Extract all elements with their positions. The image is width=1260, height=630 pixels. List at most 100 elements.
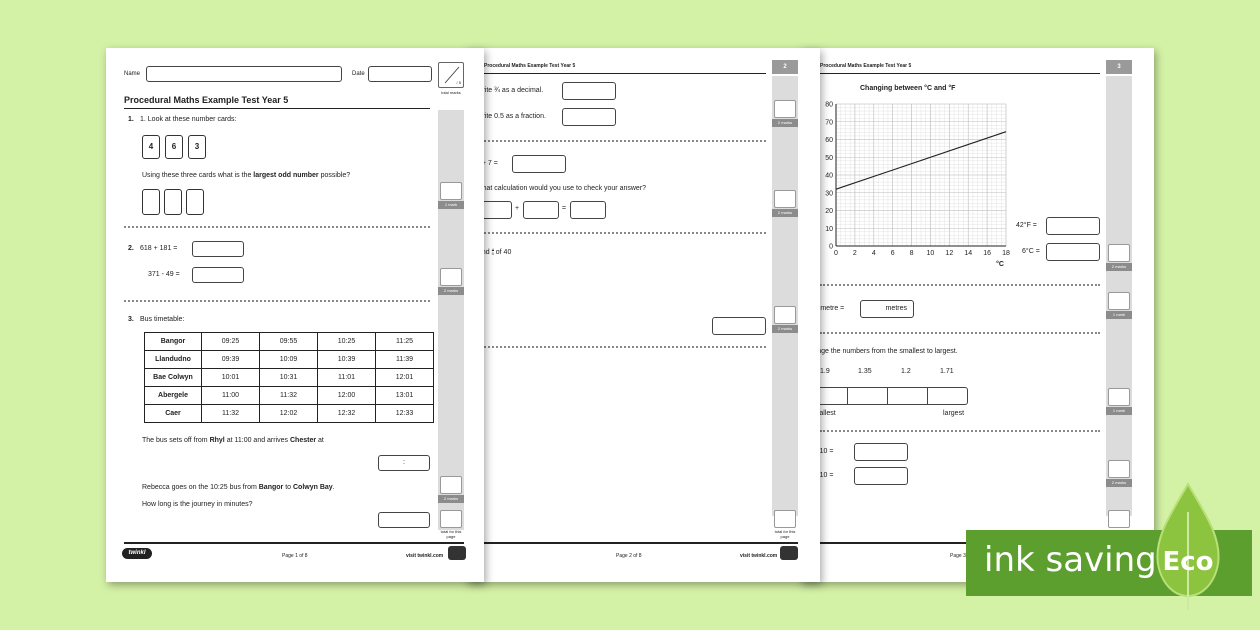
- stop-name: Bae Colwyn: [144, 368, 202, 387]
- div-a-answer[interactable]: [854, 443, 908, 461]
- q1-number: 1.: [128, 116, 134, 123]
- q2-b-answer[interactable]: [192, 267, 244, 283]
- time-cell: 09:55: [259, 332, 318, 351]
- x-tick-label: 8: [910, 250, 914, 257]
- q3-text: Bus timetable:: [140, 316, 185, 323]
- op-plus: +: [515, 205, 520, 212]
- conv-a-answer[interactable]: [1046, 217, 1100, 235]
- div-a-text: 2 ÷ 10 =: [808, 448, 834, 455]
- q2-mark-box[interactable]: [440, 268, 462, 286]
- ink-saving-text: ink saving: [984, 540, 1157, 580]
- footer-rule: [124, 542, 464, 544]
- q-b-answer[interactable]: [562, 108, 616, 126]
- date-label: Date: [352, 71, 365, 77]
- order-slot-4[interactable]: [927, 387, 968, 405]
- x-tick-label: 14: [964, 250, 972, 257]
- time-cell: 11:32: [259, 386, 318, 405]
- x-tick-label: 0: [834, 250, 838, 257]
- answer-card-1[interactable]: [142, 189, 160, 215]
- name-label: Name: [124, 71, 141, 77]
- order-slot-2[interactable]: [847, 387, 888, 405]
- footer-url: visit twinkl.com: [406, 553, 444, 559]
- answer-card-3[interactable]: [186, 189, 204, 215]
- check-box-2[interactable]: [523, 201, 559, 219]
- q3-c-answer[interactable]: [378, 512, 430, 528]
- km-answer[interactable]: metres: [860, 300, 914, 318]
- q-c-answer[interactable]: [512, 155, 566, 173]
- number-card: 4: [142, 135, 160, 159]
- stop-name: Caer: [144, 404, 202, 423]
- q1-mark-box[interactable]: [440, 182, 462, 200]
- time-cell: 12:32: [317, 404, 376, 423]
- smallest-label: smallest: [810, 410, 836, 417]
- header-title: Procedural Maths Example Test Year 5: [484, 63, 576, 69]
- divider: [124, 226, 430, 228]
- q3-mark-box[interactable]: [440, 476, 462, 494]
- date-field[interactable]: [368, 66, 432, 82]
- answer-card-2[interactable]: [164, 189, 182, 215]
- page-total-box[interactable]: [1108, 510, 1130, 528]
- q3-a-answer[interactable]: :: [378, 455, 430, 471]
- q-e-answer[interactable]: [712, 317, 766, 335]
- time-cell: 12:00: [317, 386, 376, 405]
- km-mark-box[interactable]: [1108, 292, 1130, 310]
- y-tick-label: 20: [825, 208, 833, 215]
- conv-b-answer[interactable]: [1046, 243, 1100, 261]
- order-mark-box[interactable]: [1108, 388, 1130, 406]
- stop-name: Bangor: [144, 332, 202, 351]
- conversion-line: [835, 131, 1007, 190]
- page-total-label: total for this page: [774, 529, 796, 539]
- divider: [820, 430, 1100, 432]
- q-cd-mark-label: 2 marks: [772, 209, 798, 217]
- q3-a-text: The bus sets off from Rhyl at 11:00 and …: [142, 437, 324, 444]
- marks-column: [438, 110, 464, 530]
- page-total-box[interactable]: [440, 510, 462, 528]
- q-ab-mark-box[interactable]: [774, 100, 796, 118]
- km-mark-label: 1 mark: [1106, 311, 1132, 319]
- q-cd-mark-box[interactable]: [774, 190, 796, 208]
- y-tick-label: 60: [825, 137, 833, 144]
- q2-mark-label: 2 marks: [438, 287, 464, 295]
- q3-b-text: Rebecca goes on the 10:25 bus from Bango…: [142, 484, 335, 491]
- divider: [820, 284, 1100, 286]
- div-b-answer[interactable]: [854, 467, 908, 485]
- number-card: 3: [188, 135, 206, 159]
- time-cell: 11:01: [317, 368, 376, 387]
- q3-c-text: How long is the journey in minutes?: [142, 501, 253, 508]
- page-total-box[interactable]: [774, 510, 796, 528]
- y-tick-label: 80: [825, 102, 833, 109]
- q-d-text: What calculation would you use to check …: [476, 185, 647, 192]
- q2-a-answer[interactable]: [192, 241, 244, 257]
- page-number: Page 1 of 8: [282, 553, 308, 559]
- x-tick-label: 16: [983, 250, 991, 257]
- page-number: Page 2 of 8: [616, 553, 642, 559]
- eco-badge-text: Eco: [1162, 547, 1213, 577]
- page-number: Page 3 of 8: [950, 553, 976, 559]
- order-slot-3[interactable]: [887, 387, 928, 405]
- header-title: Procedural Maths Example Test Year 5: [820, 63, 912, 69]
- time-cell: 10:31: [259, 368, 318, 387]
- divider: [476, 232, 766, 234]
- x-tick-label: 2: [853, 250, 857, 257]
- stop-name: Llandudno: [144, 350, 202, 369]
- x-tick-label: 4: [872, 250, 876, 257]
- y-tick-label: 30: [825, 190, 833, 197]
- largest-label: largest: [943, 410, 965, 417]
- number-card: 6: [165, 135, 183, 159]
- y-tick-label: 40: [825, 173, 833, 180]
- conv-mark-box[interactable]: [1108, 244, 1130, 262]
- check-box-3[interactable]: [570, 201, 606, 219]
- conv-mark-label: 2 marks: [1106, 263, 1132, 271]
- q-a-answer[interactable]: [562, 82, 616, 100]
- order-mark-label: 1 mark: [1106, 407, 1132, 415]
- q-e-mark-box[interactable]: [774, 306, 796, 324]
- y-tick-label: 0: [829, 244, 833, 251]
- x-axis-label: °C: [996, 260, 1004, 268]
- y-tick-label: 70: [825, 119, 833, 126]
- div-mark-box[interactable]: [1108, 460, 1130, 478]
- name-field[interactable]: [146, 66, 342, 82]
